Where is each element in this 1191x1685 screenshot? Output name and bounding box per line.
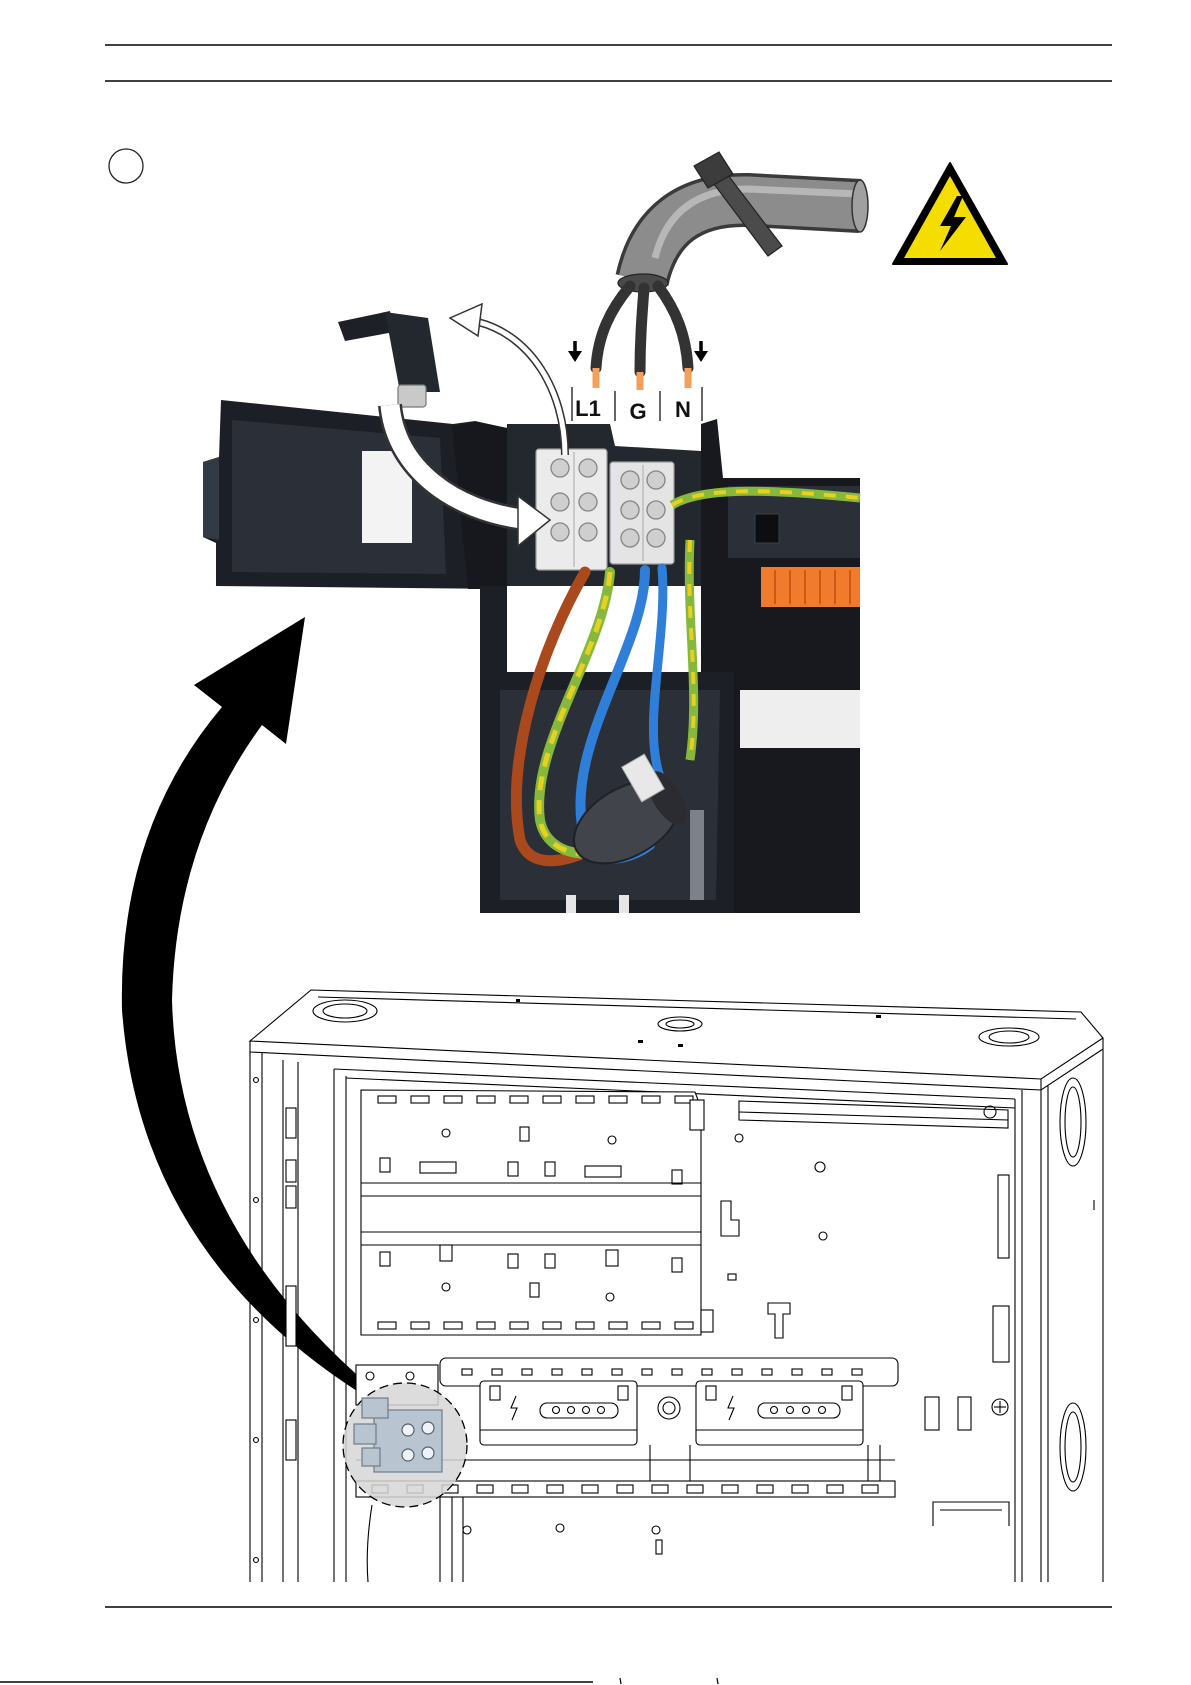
tray-right-bracket	[933, 1502, 1009, 1526]
terminal-screw	[402, 1449, 414, 1461]
rear-wall-hole	[735, 1134, 743, 1142]
rear-wall-cutout	[721, 1201, 739, 1236]
fuse-module	[480, 1381, 637, 1445]
strip-bracket	[286, 1186, 296, 1208]
rail-connector	[755, 514, 779, 543]
left-strip-holes	[254, 1078, 259, 1563]
cabinet-line-drawing	[250, 990, 1103, 1582]
rear-wall-slot	[728, 1274, 736, 1280]
tray-hole	[652, 1526, 660, 1534]
terminal-screw	[579, 523, 597, 541]
fuse-holder-body	[385, 312, 440, 392]
tray-hole	[463, 1526, 471, 1534]
strip-hole	[254, 1318, 259, 1323]
arrow-down-icon	[568, 341, 582, 362]
terminal-screw	[621, 501, 639, 519]
terminal-screw	[551, 459, 569, 477]
terminal-screw	[647, 529, 665, 547]
strip-hole	[254, 1438, 259, 1443]
cover-side-tab	[203, 457, 219, 540]
side-clip	[958, 1397, 971, 1430]
strip-hole	[254, 1198, 259, 1203]
connection-compartment-photo	[203, 304, 860, 913]
page-bottom-tick	[717, 1678, 718, 1684]
terminal-block	[362, 1448, 380, 1466]
terminal-screw	[579, 459, 597, 477]
trough-highlight	[566, 895, 576, 913]
fuse-cartridge	[398, 385, 426, 407]
high-voltage-warning-icon	[893, 163, 1007, 264]
rear-wall-bracket	[998, 1175, 1009, 1258]
rear-wall-bracket	[993, 1306, 1009, 1362]
side-knockout	[1060, 1403, 1086, 1491]
terminal-block	[374, 1410, 442, 1472]
strip-bracket	[286, 1286, 296, 1346]
cabinet-top-panel	[250, 990, 1103, 1079]
mains-lead	[367, 1505, 372, 1582]
rail-light-band	[740, 690, 860, 748]
page-bottom-tick	[620, 1678, 621, 1684]
strip-bracket	[286, 1420, 296, 1460]
upper-mounting-plate	[361, 1090, 713, 1335]
top-mark	[876, 1015, 881, 1018]
side-clip	[925, 1397, 939, 1430]
strip-hole	[254, 1558, 259, 1563]
top-mark	[678, 1044, 683, 1047]
terminal-block	[362, 1398, 388, 1418]
conductor-g	[640, 288, 644, 372]
terminal-label-n: N	[675, 397, 691, 422]
terminal-screw	[621, 529, 639, 547]
terminal-labels: L1 G N	[572, 387, 702, 424]
tray-slot	[656, 1540, 662, 1554]
mounting-plate	[361, 1090, 701, 1335]
terminal-block	[354, 1424, 376, 1444]
remove-arrow-head	[450, 304, 482, 336]
terminal-screw	[422, 1422, 434, 1434]
conductor-l1	[596, 286, 630, 368]
trough-highlight	[619, 895, 629, 913]
strip-bracket	[286, 1108, 296, 1138]
terminal-screw	[551, 523, 569, 541]
step-circle-icon	[109, 149, 143, 183]
rear-wall-hole	[819, 1232, 827, 1240]
terminal-screw	[647, 501, 665, 519]
top-mark	[638, 1040, 643, 1043]
terminal-screw	[422, 1447, 434, 1459]
round-connector	[658, 1397, 680, 1419]
terminal-screw	[647, 471, 665, 489]
top-mark	[516, 999, 520, 1002]
arrow-down-head-left	[568, 351, 582, 362]
fuse-holder-handle	[338, 311, 394, 341]
rear-wall-hole	[815, 1162, 825, 1172]
rear-din-rail	[739, 1101, 1008, 1128]
plate-flange	[690, 1100, 704, 1130]
mains-terminal-highlight	[343, 1383, 467, 1582]
terminal-screw	[551, 493, 569, 511]
cable-end-cap	[852, 180, 868, 232]
tray-hole	[556, 1524, 564, 1532]
cable-conductors	[596, 286, 688, 390]
module-body	[696, 1381, 863, 1445]
side-knockout-inner	[1065, 1087, 1081, 1157]
strip-bracket	[286, 1160, 296, 1182]
terminal-label-l1: L1	[575, 396, 601, 421]
side-knockout-inner	[1065, 1412, 1081, 1482]
conductor-n	[658, 286, 688, 368]
plate-flange	[701, 1310, 713, 1332]
arrow-down-icon	[694, 341, 708, 362]
terminal-screw	[579, 493, 597, 511]
rear-wall-key-slot	[768, 1303, 790, 1338]
side-knockout	[1060, 1078, 1086, 1166]
strip-hole	[254, 1078, 259, 1083]
arrow-down-head-right	[694, 351, 708, 362]
mains-cable	[618, 152, 868, 292]
terminal-screw	[402, 1424, 414, 1436]
terminal-screw	[621, 471, 639, 489]
terminal-label-g: G	[629, 399, 646, 424]
fuse-module	[696, 1381, 863, 1445]
trough-rib	[690, 810, 704, 900]
